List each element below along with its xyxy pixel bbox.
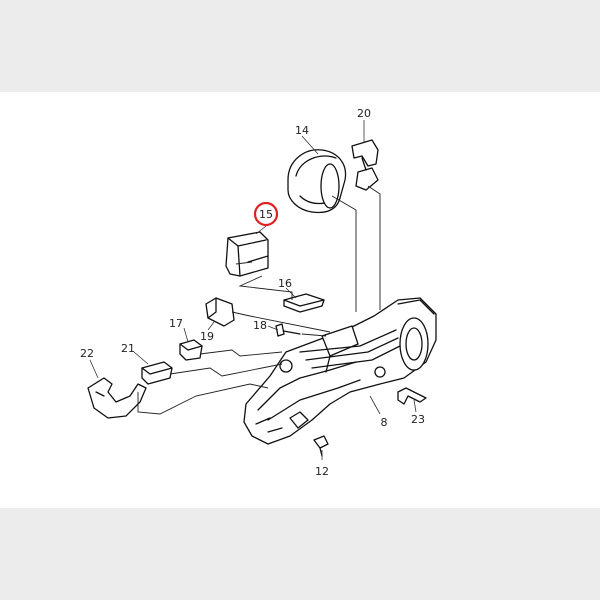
part-21-block — [141, 361, 173, 385]
bottom-margin-band — [0, 508, 600, 600]
part-16-pad — [283, 293, 325, 313]
callout-23: 23 — [411, 413, 425, 426]
part-19-block — [205, 297, 235, 327]
callout-12: 12 — [315, 465, 329, 478]
callout-15: 15 — [259, 208, 273, 221]
callout-14: 14 — [295, 124, 309, 137]
assembly-guide-lines — [137, 185, 381, 415]
callout-22: 22 — [80, 347, 94, 360]
callout-21: 21 — [121, 342, 135, 355]
part-12-bolt — [313, 435, 329, 457]
part-8-main-cover — [243, 297, 437, 445]
part-14-round-cap — [287, 149, 347, 214]
callout-19: 19 — [200, 330, 214, 343]
callout-17: 17 — [169, 317, 183, 330]
callout-8: 8 — [381, 416, 388, 429]
part-20-clip — [351, 139, 379, 191]
part-18-screw — [275, 323, 301, 337]
callout-18: 18 — [253, 319, 267, 332]
part-23-hex-key — [397, 387, 427, 405]
part-22-bracket — [87, 377, 147, 419]
part-17-cube — [179, 339, 203, 361]
part-15-block — [225, 231, 269, 277]
callout-20: 20 — [357, 107, 371, 120]
top-margin-band — [0, 0, 600, 92]
callout-leaders — [89, 120, 417, 460]
callout-16: 16 — [278, 277, 292, 290]
highlight-ring — [253, 201, 279, 227]
